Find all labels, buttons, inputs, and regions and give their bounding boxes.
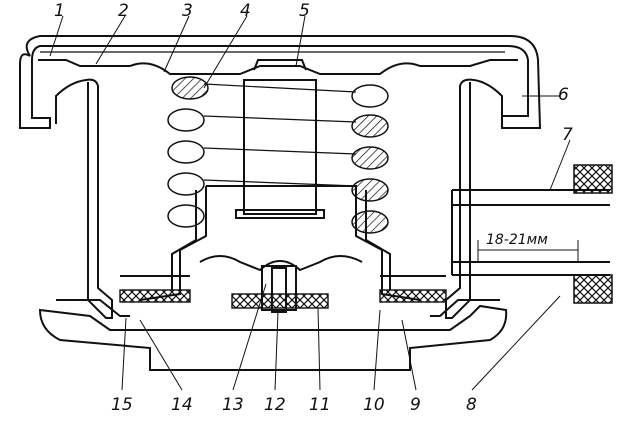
valve-stem (235, 59, 325, 219)
filler-neck (38, 78, 508, 371)
vacuum-valve-body (261, 265, 297, 311)
dimension-label: 18-21мм (486, 232, 548, 248)
valve-housing (139, 185, 421, 301)
hose-lower (573, 274, 613, 304)
callout-3: 3 (182, 1, 193, 21)
seal-right (379, 289, 447, 303)
pressure-valve (119, 255, 447, 313)
callout-8: 8 (466, 395, 477, 415)
spring (167, 76, 389, 234)
overflow-pipe (451, 164, 613, 304)
callout-numbers: 1 2 3 4 5 6 7 8 9 10 11 12 13 14 15 (54, 1, 573, 415)
outer-cap (19, 35, 542, 129)
callout-10: 10 (363, 395, 385, 415)
callout-12: 12 (264, 395, 286, 415)
callout-1: 1 (54, 1, 65, 21)
callout-5: 5 (299, 1, 310, 21)
dimension-marker: 18-21мм (477, 232, 579, 262)
callout-11: 11 (309, 395, 331, 415)
callout-14: 14 (171, 395, 193, 415)
callout-6: 6 (558, 85, 569, 105)
callout-13: 13 (222, 395, 244, 415)
callout-2: 2 (118, 1, 129, 21)
callout-15: 15 (111, 395, 133, 415)
hose-upper (573, 164, 613, 194)
leader-lines (49, 15, 571, 391)
callout-4: 4 (240, 1, 251, 21)
seal-left (119, 289, 191, 303)
vacuum-valve-gasket (231, 293, 329, 309)
callout-9: 9 (410, 395, 421, 415)
callout-7: 7 (562, 125, 573, 145)
